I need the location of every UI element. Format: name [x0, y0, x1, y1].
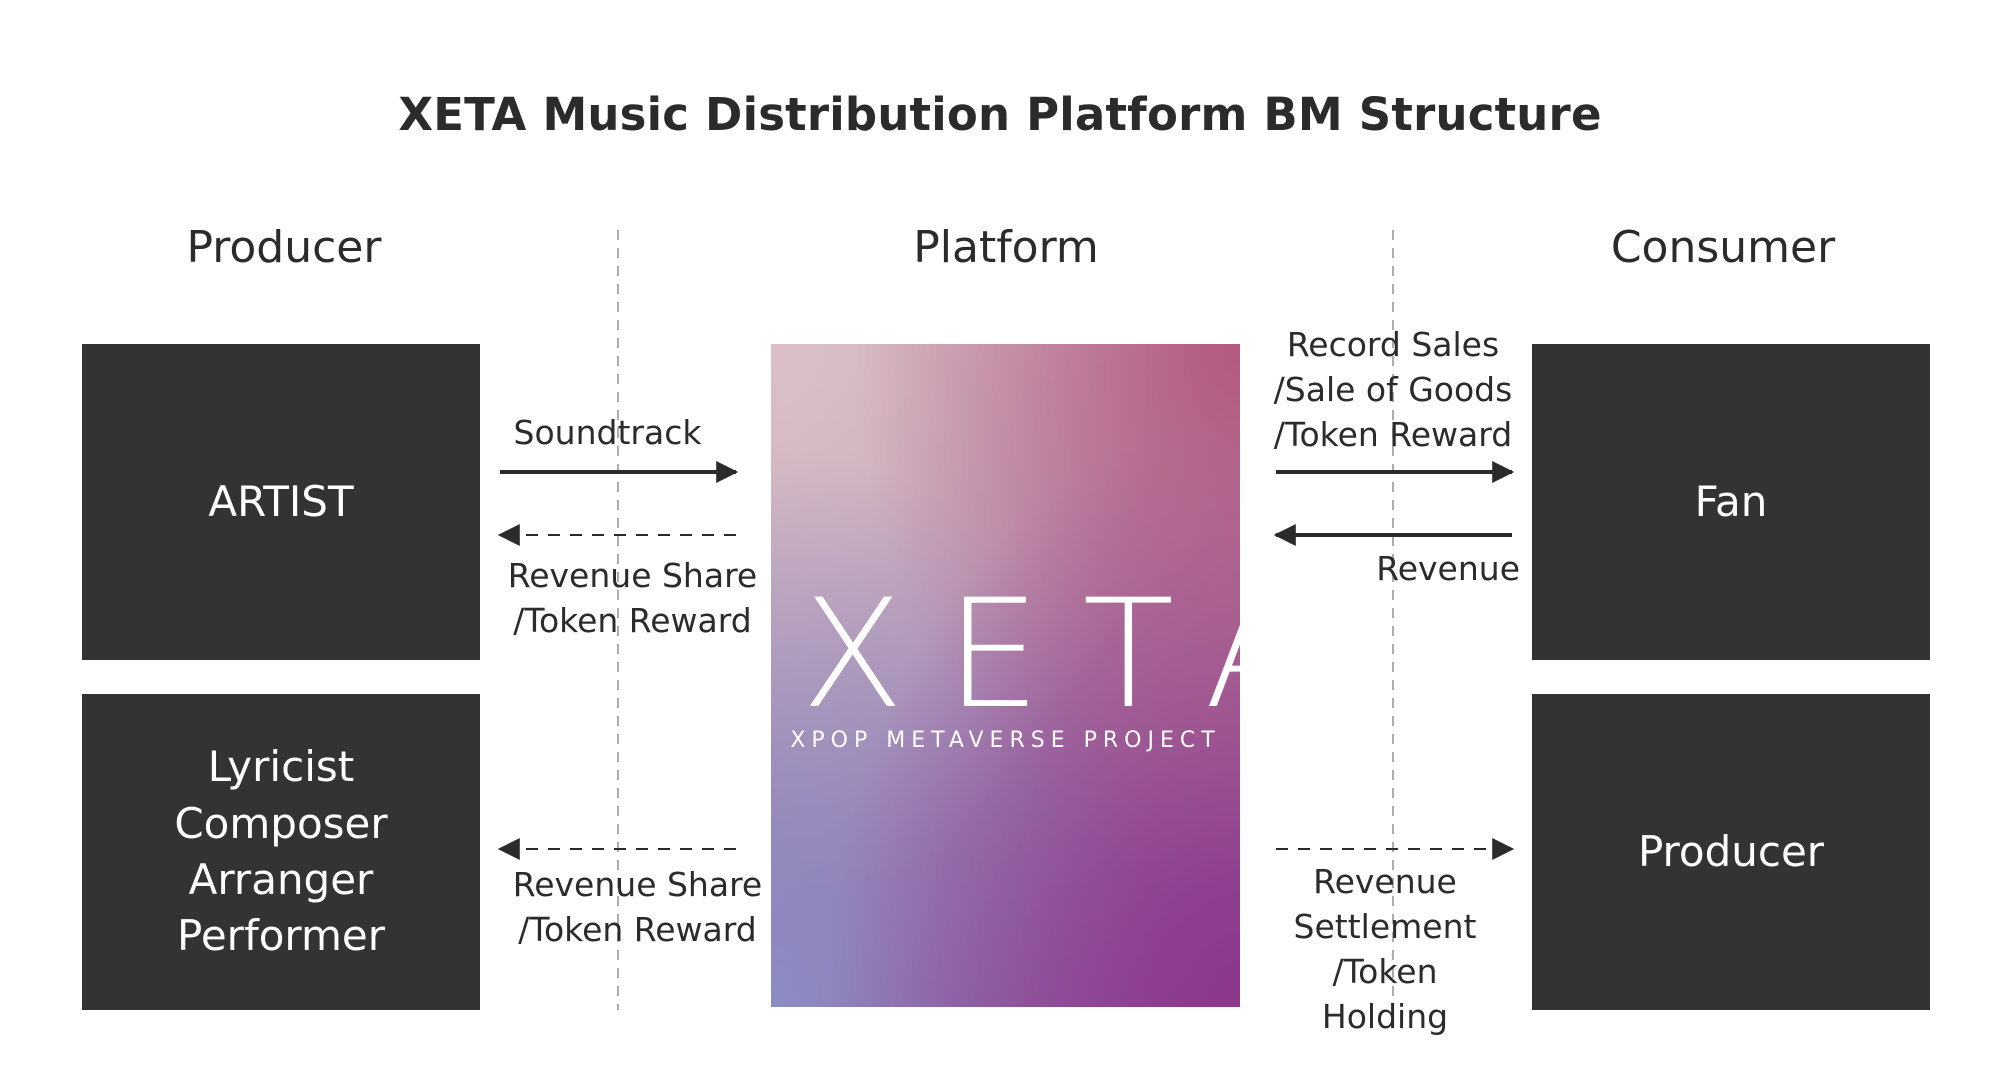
consumer-producer-box: Producer — [1532, 694, 1930, 1010]
fan-label: Fan — [1694, 476, 1768, 526]
settlement-line-3: /Token — [1332, 952, 1438, 991]
artist-revenue-line-1: Revenue Share — [507, 556, 758, 595]
settlement-line-2: Settlement — [1293, 907, 1477, 946]
creator-revenue-line-2: /Token Reward — [518, 910, 757, 949]
column-header-consumer: Consumer — [1610, 222, 1836, 273]
artist-revenue-label: Revenue Share /Token Reward — [500, 553, 765, 643]
creator-revenue-line-1: Revenue Share — [512, 865, 763, 904]
fan-box: Fan — [1532, 344, 1930, 660]
artist-box: ARTIST — [82, 344, 480, 660]
creator-arranger: Arranger — [188, 855, 374, 904]
artist-revenue-line-2: /Token Reward — [513, 601, 752, 640]
xeta-logo: XETA — [801, 568, 1350, 742]
xeta-tagline: XPOP METAVERSE PROJECT — [790, 728, 1221, 753]
platform-panel — [771, 344, 1240, 1007]
fan-sales-line-3: /Token Reward — [1273, 415, 1513, 454]
creators-box: Lyricist Composer Arranger Performer — [82, 694, 480, 1010]
fan-sales-line-1: Record Sales — [1286, 325, 1500, 364]
creator-lyricist: Lyricist — [207, 742, 355, 792]
creator-composer: Composer — [174, 798, 388, 848]
fan-sales-line-2: /Sale of Goods — [1273, 370, 1513, 409]
column-header-producer: Producer — [186, 222, 382, 273]
producer-settlement-label: Revenue Settlement /Token Holding — [1280, 859, 1490, 1039]
fan-revenue-label: Revenue — [1376, 549, 1520, 588]
consumer-producer-label: Producer — [1637, 826, 1825, 876]
column-header-platform: Platform — [913, 222, 1099, 273]
creator-revenue-label: Revenue Share /Token Reward — [505, 862, 770, 952]
settlement-line-4: Holding — [1321, 997, 1449, 1036]
artist-label: ARTIST — [208, 476, 354, 526]
fan-sales-label: Record Sales /Sale of Goods /Token Rewar… — [1258, 322, 1528, 457]
soundtrack-label: Soundtrack — [513, 413, 702, 452]
creator-performer: Performer — [177, 911, 385, 961]
settlement-line-1: Revenue — [1313, 862, 1457, 901]
diagram-title: XETA Music Distribution Platform BM Stru… — [398, 88, 1602, 141]
